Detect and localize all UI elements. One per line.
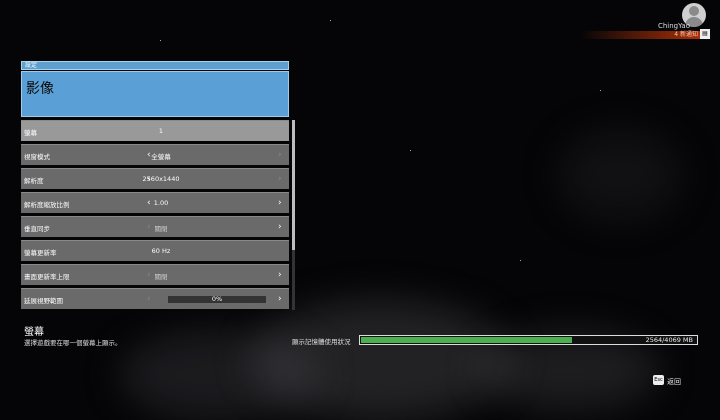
setting-value: 關閉 [154,225,168,233]
chevron-left-icon[interactable]: ‹ [147,294,151,304]
user-name: ChingYao [657,22,690,30]
esc-key-icon[interactable]: Esc [653,375,664,385]
setting-row[interactable]: 視窗模式 ‹ › 全螢幕 [21,144,289,165]
breadcrumb[interactable]: 設定 [21,61,289,70]
setting-row[interactable]: 螢幕更新率 60 Hz [21,240,289,261]
back-button[interactable]: 返回 [667,378,681,386]
slider-track[interactable]: 0% [168,295,266,303]
setting-label: 解析度縮放比例 [24,201,70,209]
chevron-right-icon[interactable]: › [278,150,282,160]
scrollbar-thumb[interactable] [292,120,295,250]
description-text: 選擇遊戲要在哪一個螢幕上顯示。 [24,339,122,347]
chevron-left-icon[interactable]: ‹ [147,198,151,208]
notification-bar[interactable] [580,31,700,39]
chevron-right-icon[interactable]: › [278,270,282,280]
chevron-right-icon[interactable]: › [278,198,282,208]
chevron-left-icon[interactable]: ‹ [147,222,151,232]
avatar[interactable] [682,3,706,27]
page-header: 影像 [21,71,289,117]
scrollbar[interactable] [292,120,295,310]
setting-row[interactable]: 解析度縮放比例 ‹ › 1.00 [21,192,289,213]
setting-row[interactable]: 解析度 ‹ › 2560x1440 [21,168,289,189]
setting-value: 關閉 [154,273,168,281]
vram-text: 2564/4069 MB [645,336,693,344]
setting-value: 全螢幕 [151,153,171,161]
setting-value: 1 [158,127,164,135]
vram-label: 顯示記憶體使用狀況 [292,338,351,346]
chevron-left-icon[interactable]: ‹ [147,150,151,160]
setting-label: 延展視野範圍 [24,297,63,305]
chevron-right-icon[interactable]: › [278,174,282,184]
vram-bar: 2564/4069 MB [359,335,698,345]
setting-label: 解析度 [24,177,44,185]
setting-value: 1.00 [153,199,169,207]
vram-fill [361,337,573,343]
notification-icon[interactable]: ▤ [700,29,710,39]
setting-row[interactable]: 螢幕 1 [21,120,289,141]
notification-text: 4 新通知 [674,31,698,38]
setting-label: 螢幕更新率 [24,249,57,257]
chevron-left-icon[interactable]: ‹ [147,174,151,184]
setting-value: 60 Hz [151,247,171,255]
setting-label: 螢幕 [24,129,37,137]
slider-value: 0% [211,295,223,303]
description-title: 螢幕 [24,327,44,338]
setting-label: 垂直同步 [24,225,50,233]
setting-row[interactable]: 延展視野範圍 ‹ › 0% [21,288,289,309]
setting-row[interactable]: 垂直同步 ‹ › 關閉 [21,216,289,237]
setting-row[interactable]: 畫面更新率上限 ‹ › 關閉 [21,264,289,285]
chevron-left-icon[interactable]: ‹ [147,270,151,280]
chevron-right-icon[interactable]: › [278,222,282,232]
setting-label: 視窗模式 [24,153,50,161]
page-title: 影像 [26,81,54,97]
setting-label: 畫面更新率上限 [24,273,70,281]
setting-value: 2560x1440 [142,175,180,183]
chevron-right-icon[interactable]: › [278,294,282,304]
